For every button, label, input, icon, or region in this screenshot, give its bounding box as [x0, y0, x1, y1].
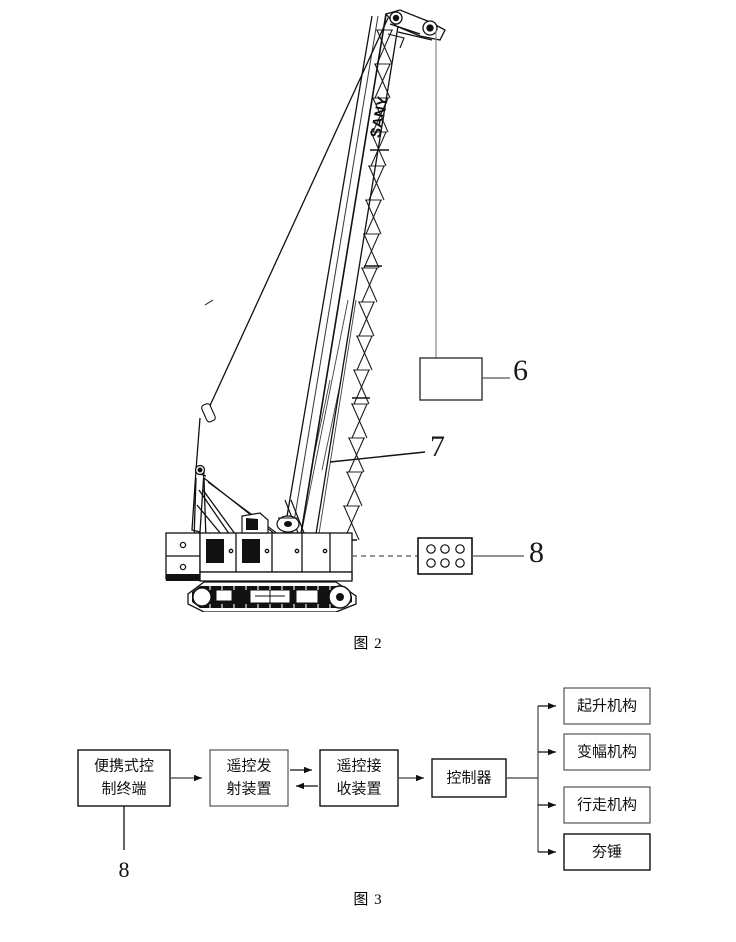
crane-superstructure: [165, 512, 353, 582]
block-rc-transmitter-line1: 遥控发: [226, 757, 271, 774]
block-luffing-mechanism-label: 变幅机构: [577, 743, 637, 760]
block-portable-terminal: 便携式控 制终端: [77, 749, 171, 807]
figure-3-caption: 图 3: [353, 892, 383, 908]
block-hoist-mechanism-label: 起升机构: [577, 697, 637, 714]
block-luffing-mechanism: 变幅机构: [563, 733, 651, 771]
block-rc-receiver-line1: 遥控接: [336, 757, 381, 774]
block-portable-terminal-line2: 制终端: [101, 780, 146, 797]
block-tamping-hammer: 夯锤: [563, 833, 651, 871]
block-hoist-mechanism: 起升机构: [563, 687, 651, 725]
a-frame-mast: [191, 464, 287, 541]
machinery-house: [199, 532, 353, 580]
figure-3-block-diagram: 便携式控 制终端 8 遥控发 射装置 遥控接 收装置: [0, 660, 736, 890]
block-controller: 控制器: [431, 758, 507, 798]
crawler-track: [187, 581, 357, 612]
figure-2-crawler-crane: SANY: [165, 9, 544, 612]
portable-control-terminal: [417, 537, 473, 575]
winch-drums: [276, 515, 300, 533]
callout-ref-7: 7: [430, 430, 445, 463]
block-rc-receiver-line2: 收装置: [336, 780, 381, 797]
tamping-hammer-block: [419, 357, 483, 401]
boom-pendant-ropes: [195, 17, 389, 471]
block-rc-receiver: 遥控接 收装置: [319, 749, 399, 807]
block-tamping-hammer-label: 夯锤: [592, 843, 622, 860]
block-portable-terminal-line1: 便携式控: [94, 757, 154, 774]
crane-illustration: SANY: [165, 9, 524, 612]
callout-ref-8: 8: [529, 536, 544, 569]
figure3-reference-numeral: 8: [119, 857, 130, 882]
boom-leader-line: [329, 451, 426, 463]
block-travel-mechanism: 行走机构: [563, 786, 651, 824]
callout-ref-6: 6: [513, 354, 528, 387]
block-travel-mechanism-label: 行走机构: [577, 796, 637, 813]
block-rc-transmitter: 遥控发 射装置: [209, 749, 289, 807]
figure-2-caption: 图 2: [353, 636, 383, 652]
block-controller-label: 控制器: [446, 769, 491, 786]
block-rc-transmitter-line2: 射装置: [226, 780, 271, 797]
boom-head: [384, 9, 446, 49]
operator-cab: [241, 512, 269, 534]
